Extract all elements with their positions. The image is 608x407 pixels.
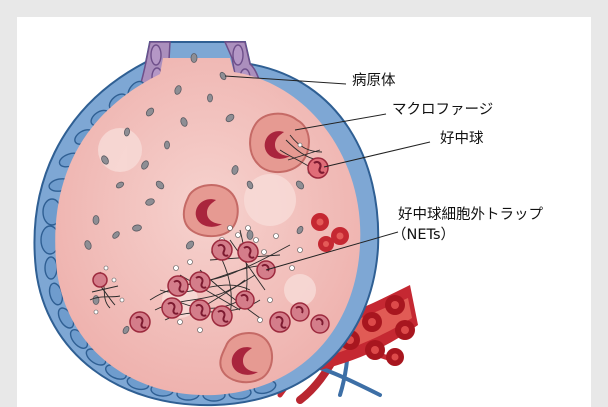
label-neutrophil: 好中球 bbox=[440, 131, 484, 148]
label-nets-line2: （NETs） bbox=[392, 227, 455, 244]
label-pathogen: 病原体 bbox=[352, 73, 396, 90]
label-macrophage: マクロファージ bbox=[392, 102, 493, 119]
macrophage-icon bbox=[220, 333, 272, 382]
neutrophil-icon bbox=[308, 158, 328, 178]
label-nets-line1: 好中球細胞外トラップ bbox=[398, 207, 543, 224]
